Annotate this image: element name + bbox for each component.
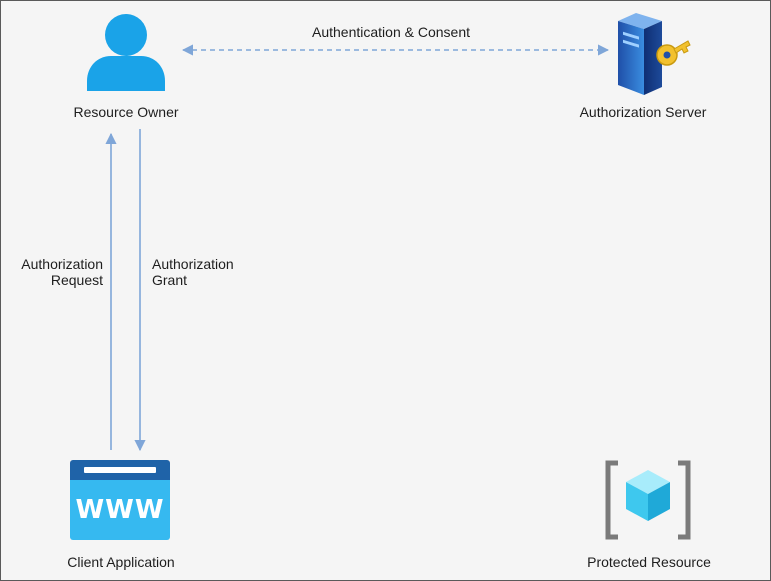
authorization-grant-line2: Grant [152, 272, 188, 288]
client-application-label: Client Application [67, 554, 175, 570]
web-app-www-text: WWW [75, 495, 165, 525]
web-app-address-bar [84, 467, 156, 473]
web-app-icon: WWW [70, 460, 170, 540]
authorization-server-label: Authorization Server [579, 104, 707, 120]
authorization-request-line2: Request [50, 272, 103, 288]
authorization-grant-label: Authorization Grant [152, 256, 234, 288]
server-key-icon [618, 13, 691, 95]
web-app-body: WWW [70, 480, 170, 540]
authorization-request-line1: Authorization [21, 256, 103, 272]
resource-owner-label: Resource Owner [73, 104, 179, 120]
protected-resource-label: Protected Resource [587, 554, 711, 570]
resource-cube-icon [605, 460, 691, 540]
authorization-grant-line1: Authorization [152, 256, 234, 272]
web-app-header [70, 460, 170, 480]
authorization-request-label: Authorization Request [11, 256, 103, 288]
authentication-consent-label: Authentication & Consent [312, 24, 470, 40]
user-icon [87, 14, 165, 91]
